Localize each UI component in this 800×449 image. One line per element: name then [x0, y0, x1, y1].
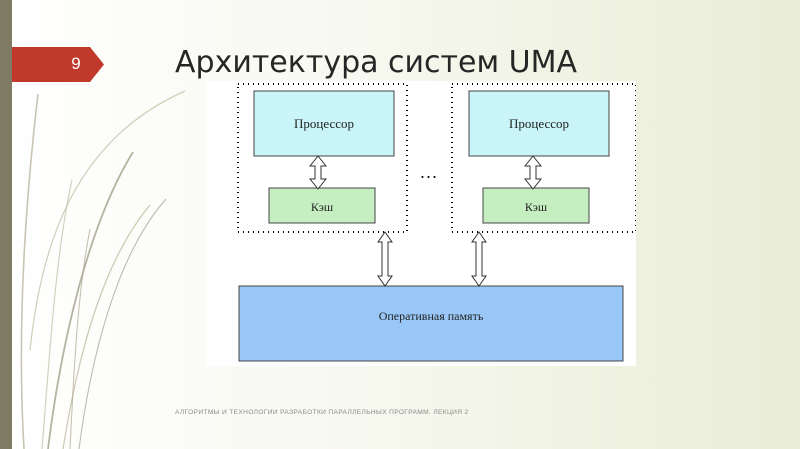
- group-memory-link-2: [471, 231, 487, 287]
- cache-2-label: Кэш: [524, 200, 548, 214]
- processor-cache-link-2: [523, 155, 543, 190]
- slide-footer: АЛГОРИТМЫ И ТЕХНОЛОГИИ РАЗРАБОТКИ ПАРАЛЛ…: [175, 409, 469, 416]
- diagram-shapes: [237, 83, 636, 362]
- cache-2-box: [482, 187, 590, 224]
- processor-cache-link-1: [308, 155, 328, 190]
- page-number-badge: 9: [12, 47, 104, 82]
- processor-1-label: Процессор: [294, 116, 354, 131]
- cache-1-label: Кэш: [310, 200, 334, 214]
- cache-1-box: [268, 187, 376, 224]
- processor-2-label: Процессор: [509, 116, 569, 131]
- processor-1-box: [253, 90, 395, 157]
- memory-label: Оперативная память: [378, 309, 484, 323]
- memory-box: [238, 285, 624, 362]
- processor-group-2-boundary: [451, 83, 636, 233]
- decorative-grass-lines: [20, 90, 186, 449]
- processor-2-box: [468, 90, 610, 157]
- badge-arrow-icon: [12, 47, 104, 82]
- group-memory-link-1: [377, 231, 393, 287]
- page-number: 9: [71, 54, 81, 73]
- processor-ellipsis: …: [419, 162, 439, 182]
- processor-group-1-boundary: [237, 83, 408, 233]
- left-accent-bar: [0, 0, 12, 449]
- uma-architecture-diagram: Процессор Кэш Процессор Кэш … Оперативна…: [206, 81, 636, 366]
- slide-title: Архитектура систем UMA: [175, 45, 578, 80]
